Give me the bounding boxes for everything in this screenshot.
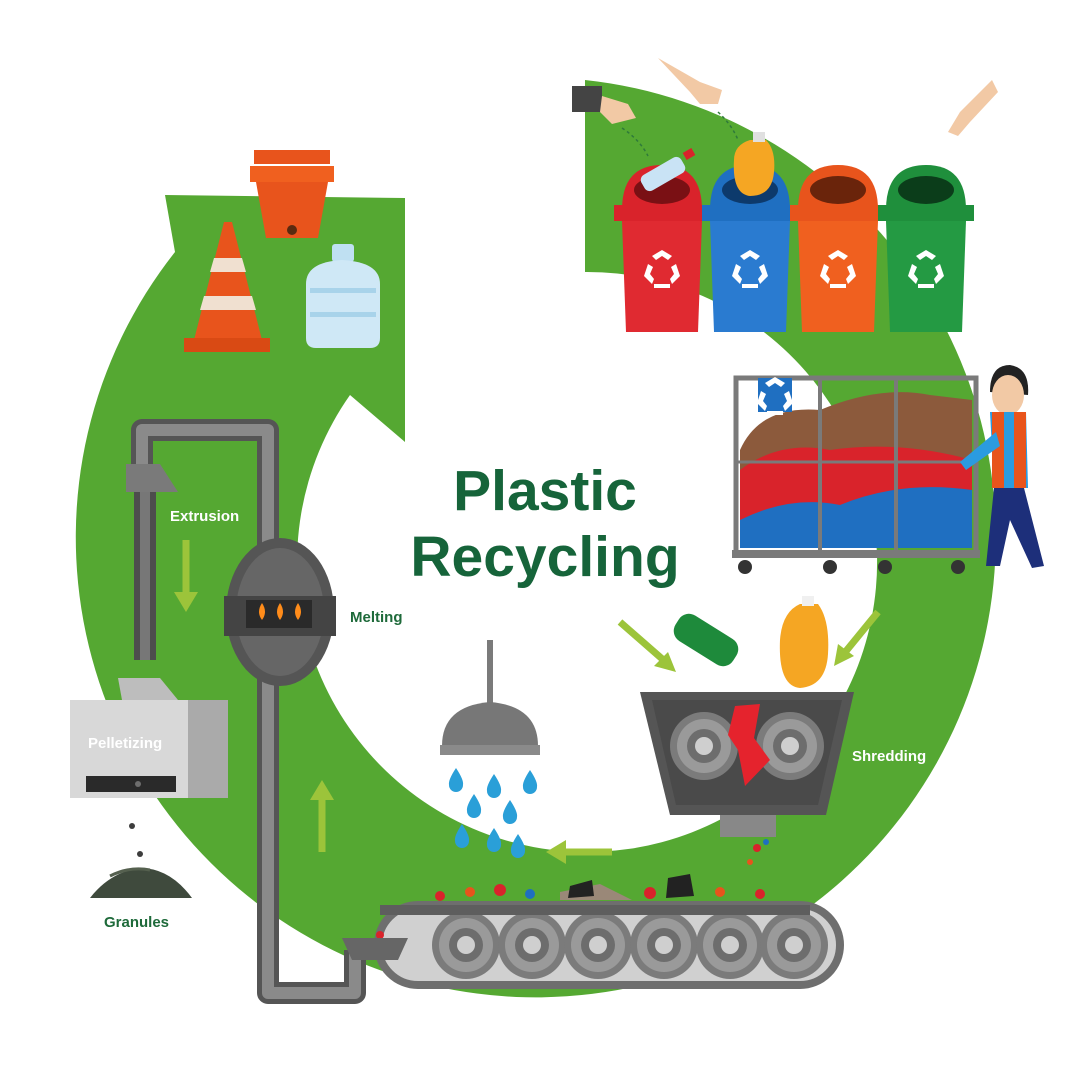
shredder-icon xyxy=(640,692,854,865)
granules-pile-icon xyxy=(90,823,192,898)
traffic-cone-icon xyxy=(184,222,270,352)
detergent-bottle-icon xyxy=(733,132,775,196)
arrow-icon xyxy=(617,619,676,672)
label-melting: Melting xyxy=(350,609,403,626)
water-drop-icon xyxy=(448,768,464,792)
shower-head-icon xyxy=(440,640,540,755)
arrow-icon xyxy=(546,840,612,864)
recycling-bin-icon xyxy=(790,165,886,332)
bottle-icon xyxy=(673,613,739,667)
conveyor-belt-icon xyxy=(374,874,844,989)
page-title: Plastic Recycling xyxy=(380,458,710,590)
hand-icon xyxy=(948,80,998,136)
water-drop-icon xyxy=(486,828,502,852)
label-pelletizing: Pelletizing xyxy=(88,735,163,752)
melting-pipeline xyxy=(126,419,408,1004)
water-drop-icon xyxy=(466,794,482,818)
bottle-icon xyxy=(640,148,696,192)
title-line-1: Plastic xyxy=(453,459,637,523)
arrow-icon xyxy=(174,540,198,612)
water-jug-icon xyxy=(306,244,380,348)
worker-icon xyxy=(960,365,1044,568)
recycling-bin-icon xyxy=(878,165,974,332)
title-line-2: Recycling xyxy=(410,525,680,589)
water-drops xyxy=(448,768,538,858)
water-drop-icon xyxy=(522,770,538,794)
water-drop-icon xyxy=(502,800,518,824)
fire-icon xyxy=(259,603,301,620)
water-drop-icon xyxy=(486,774,502,798)
flower-pot-icon xyxy=(250,150,334,238)
arrow-icon xyxy=(834,609,881,666)
label-extrusion: Extrusion xyxy=(170,508,240,525)
recycling-bins xyxy=(572,58,998,332)
melting-furnace-icon xyxy=(224,538,336,686)
pelletizer-icon xyxy=(70,678,228,798)
label-washing: Washing xyxy=(546,808,608,825)
detergent-bottle-icon xyxy=(779,596,829,688)
water-drop-icon xyxy=(510,834,526,858)
arrow-icon xyxy=(310,780,334,852)
hand-icon xyxy=(658,58,722,104)
label-shredding: Shredding xyxy=(852,748,927,765)
label-granules: Granules xyxy=(104,914,170,931)
hand-icon xyxy=(572,86,636,124)
recycling-bin-icon xyxy=(614,165,710,332)
cage-cart-icon xyxy=(732,375,980,574)
